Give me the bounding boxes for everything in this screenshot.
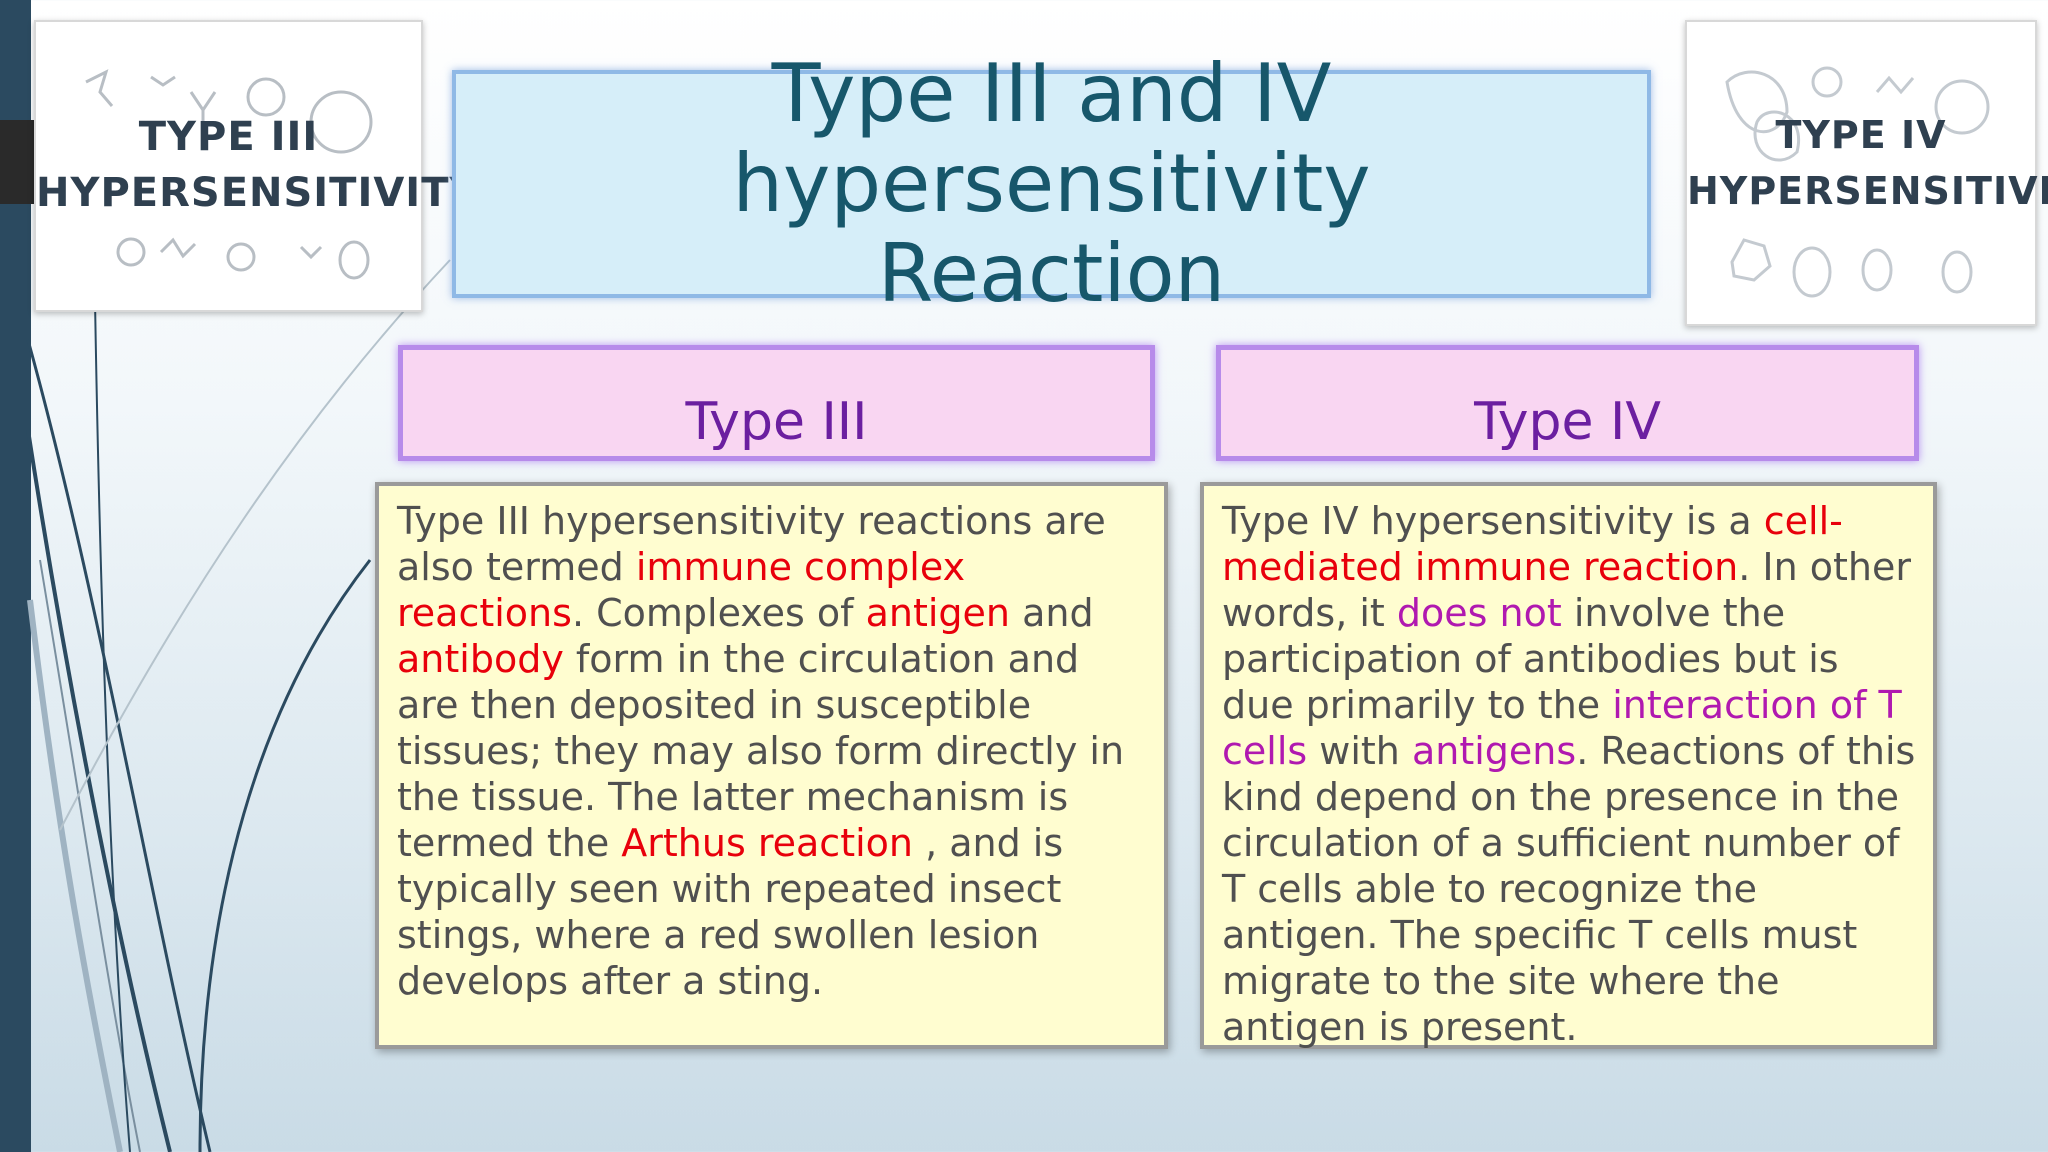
type-3-highlight-antibody: antibody — [397, 637, 564, 681]
type-4-description: Type IV hypersensitivity is a cell-media… — [1200, 482, 1937, 1049]
title-line-2: Reaction — [877, 227, 1226, 320]
left-accent-tab — [0, 120, 34, 204]
page-title: Type III and IV hypersensitivity Reactio… — [477, 49, 1627, 319]
type-3-text-3: and — [1010, 591, 1094, 635]
type-4-highlight-cell-mediated: cell-mediated immune reaction — [1222, 499, 1843, 589]
thumbnail-left-line2: HYPERSENSITIVITY — [36, 170, 480, 216]
type-4-thumbnail: TYPE IV HYPERSENSITIVITY — [1685, 20, 2048, 326]
type-4-text-2: . In other words, it — [1222, 545, 1911, 635]
type-3-text-4: form in the circulation and are then dep… — [397, 637, 1125, 865]
type-3-thumbnail: TYPE III HYPERSENSITIVITY — [34, 20, 480, 312]
type-3-description: Type III hypersensitivity reactions are … — [375, 482, 1168, 1049]
type-3-highlight-antigen: antigen — [865, 591, 1010, 635]
type-3-text-1: Type III hypersensitivity reactions are … — [397, 499, 1106, 589]
type-3-highlight-immune-complex: immune complex reactions — [397, 545, 966, 635]
type-3-heading: Type III — [398, 345, 1155, 461]
type-4-text-5: . Reactions of this kind depend on the p… — [1222, 729, 1916, 1049]
title-box: Type III and IV hypersensitivity Reactio… — [452, 49, 1651, 319]
type-4-highlight-t-cells: interaction of T cells — [1222, 683, 1902, 773]
immune-cells-doodle-icon — [85, 69, 373, 280]
type-4-text-4: with — [1307, 729, 1412, 773]
type-3-text-5: , and is typically seen with repeated in… — [397, 821, 1064, 1003]
type-4-text-1: Type IV hypersensitivity is a — [1222, 499, 1764, 543]
type-4-highlight-does-not: does not — [1396, 591, 1562, 635]
type-3-text-2: . Complexes of — [571, 591, 866, 635]
title-line-1: Type III and IV hypersensitivity — [732, 47, 1371, 230]
t-cells-doodle-icon — [1725, 66, 1990, 298]
type-3-highlight-arthus: Arthus reaction — [621, 821, 913, 865]
thumbnail-left-line1: TYPE III — [138, 114, 319, 160]
type-4-highlight-antigens: antigens — [1411, 729, 1577, 773]
type-4-text-3: involve the participation of antibodies … — [1222, 591, 1839, 727]
type-4-heading: Type IV — [1216, 345, 1919, 461]
thumbnail-right-line1: TYPE IV — [1775, 113, 1947, 157]
thumbnail-right-line2: HYPERSENSITIVITY — [1687, 169, 2048, 213]
